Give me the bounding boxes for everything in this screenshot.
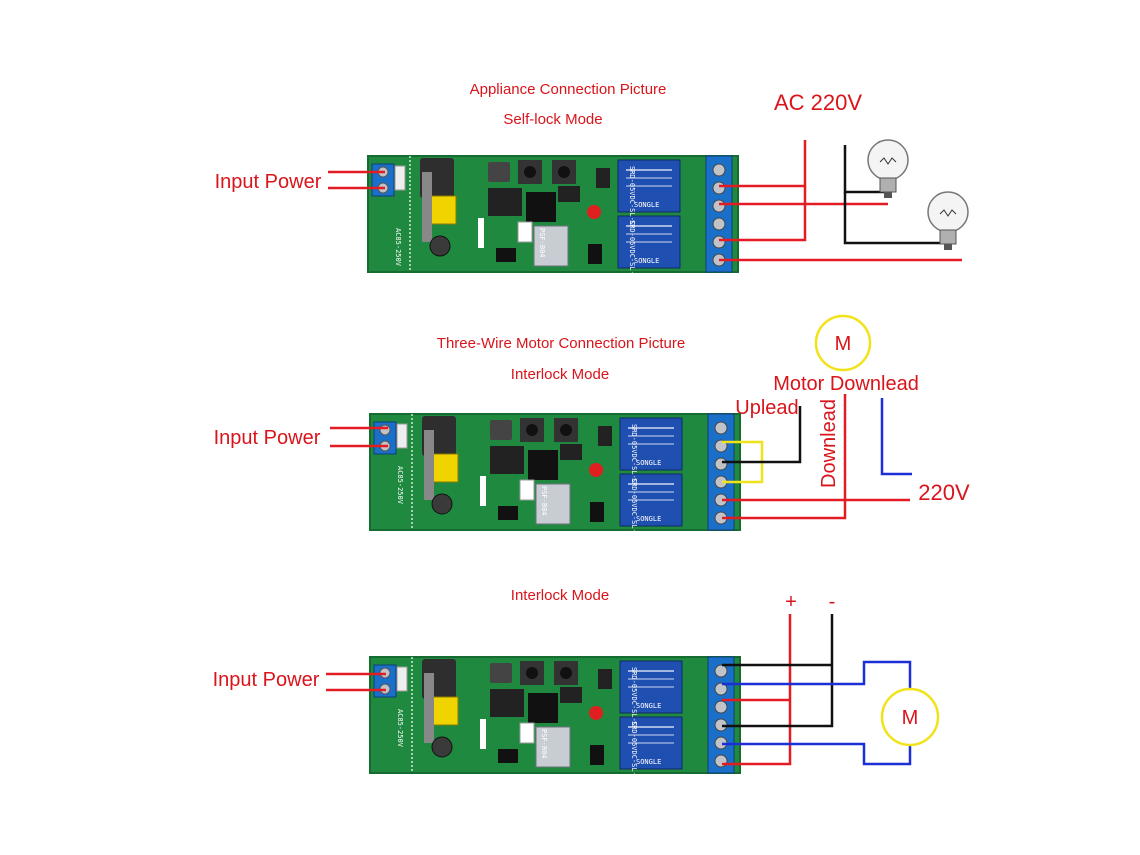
relay-label-top: SRD-05VDC-SL-C xyxy=(628,166,636,225)
board-voltage-label: AC85-250V xyxy=(396,466,404,505)
section1-input-wires xyxy=(328,170,385,190)
relay-board-1: AC85-250V PSF-B04 SRD-05VDC-SL-C SRD-05V… xyxy=(367,155,739,279)
light-bulb-icon xyxy=(867,139,909,198)
section3-input-wires xyxy=(326,672,386,692)
relay-label-bottom: SRD-05VDC-SL-C xyxy=(630,721,638,780)
section1-input-power: Input Power xyxy=(215,171,322,193)
relay-board-3: AC85-250V PSF-B04 SRD-05VDC-SL-C SRD-05V… xyxy=(369,656,741,780)
motor-icon: M xyxy=(814,314,872,372)
motor-symbol: M xyxy=(902,707,919,729)
relay-label-bottom: SRD-05VDC-SL-C xyxy=(630,478,638,537)
relay-brand-top: SONGLE xyxy=(636,459,661,467)
module-label: PSF-B04 xyxy=(540,486,548,516)
section2-mode: Interlock Mode xyxy=(511,366,609,383)
downlead-label: Downlead xyxy=(818,399,840,488)
section3-input-power: Input Power xyxy=(213,669,320,691)
relay-brand-top: SONGLE xyxy=(636,702,661,710)
relay-brand-bottom: SONGLE xyxy=(636,515,661,523)
section1-title: Appliance Connection Picture xyxy=(470,81,667,98)
module-label: PSF-B04 xyxy=(540,729,548,759)
section3-mode: Interlock Mode xyxy=(511,587,609,604)
module-label: PSF-B04 xyxy=(538,228,546,258)
relay-label-top: SRD-05VDC-SL-C xyxy=(630,424,638,483)
minus-label: - xyxy=(829,591,836,613)
board-voltage-label: AC85-250V xyxy=(396,709,404,748)
relay-board-2: AC85-250V PSF-B04 SRD-05VDC-SL-C SRD-05V… xyxy=(369,413,741,537)
section1-output-wires xyxy=(719,140,962,262)
relay-brand-bottom: SONGLE xyxy=(636,758,661,766)
section1-mode: Self-lock Mode xyxy=(503,111,602,128)
section2-input-power: Input Power xyxy=(214,427,321,449)
section2-title: Three-Wire Motor Connection Picture xyxy=(437,335,685,352)
section2-supply-label: 220V xyxy=(918,480,970,505)
motor-downlead-label: Motor Downlead xyxy=(773,373,919,395)
motor-icon: M xyxy=(880,687,940,747)
relay-label-bottom: SRD-05VDC-SL-C xyxy=(628,220,636,279)
plus-label: + xyxy=(785,591,797,613)
motor-symbol: M xyxy=(835,333,852,355)
uplead-label: Uplead xyxy=(735,397,798,419)
section2-input-wires xyxy=(330,426,388,448)
board-voltage-label: AC85-250V xyxy=(394,228,402,267)
relay-brand-top: SONGLE xyxy=(634,201,659,209)
relay-label-top: SRD-05VDC-SL-C xyxy=(630,667,638,726)
section1-supply-label: AC 220V xyxy=(774,90,862,115)
light-bulb-icon xyxy=(927,191,969,250)
section2-output-wires xyxy=(722,394,912,520)
section3-output-wires xyxy=(722,614,912,766)
relay-brand-bottom: SONGLE xyxy=(634,257,659,265)
